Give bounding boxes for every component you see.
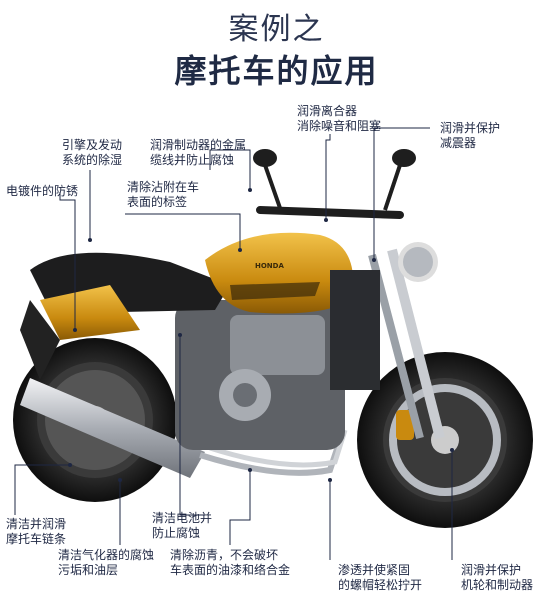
label-shock-line1: 润滑并保护 xyxy=(440,121,501,135)
label-shock-line2: 减震器 xyxy=(440,136,477,150)
handlebar xyxy=(253,149,416,219)
label-asphalt: 清除沥青，不会破坏 车表面的油漆和络合金 xyxy=(170,548,290,578)
label-nuts-line1: 渗透并使紧固 xyxy=(338,563,411,577)
front-wheel xyxy=(357,352,533,528)
label-clutch-line1: 润滑离合器 xyxy=(297,104,358,118)
title-line-2: 摩托车的应用 xyxy=(174,52,379,90)
label-wheel-line1: 润滑并保护 xyxy=(461,563,522,577)
honda-logo: HONDA xyxy=(255,262,284,270)
radiator xyxy=(330,270,380,350)
fuel-tank: HONDA xyxy=(205,232,354,314)
label-carb-line1: 清洁气化器的腐蚀 xyxy=(58,548,155,562)
title-line-1: 案例之 xyxy=(228,12,325,47)
label-carb: 清洁气化器的腐蚀 污垢和油层 xyxy=(58,548,154,578)
label-chain-line2: 摩托车链条 xyxy=(6,532,67,546)
label-chain: 清洁并润滑 摩托车链条 xyxy=(6,517,66,547)
label-plating-line1: 电镀件的防锈 xyxy=(6,184,79,198)
label-clutch-line2: 消除噪音和阻塞 xyxy=(297,119,382,133)
label-chain-line1: 清洁并润滑 xyxy=(6,517,67,531)
label-clutch: 润滑离合器 消除噪音和阻塞 xyxy=(297,104,381,134)
label-nuts-line2: 的螺帽轻松拧开 xyxy=(338,578,423,592)
label-sticker-line2: 表面的标签 xyxy=(127,195,188,209)
label-nuts: 渗透并使紧固 的螺帽轻松拧开 xyxy=(338,563,422,593)
label-engine: 引擎及发动 系统的除湿 xyxy=(62,138,122,168)
exhaust xyxy=(20,378,348,478)
label-shock: 润滑并保护 减震器 xyxy=(440,121,500,151)
label-sticker-line1: 清除沾附在车 xyxy=(127,180,200,194)
label-engine-line1: 引擎及发动 xyxy=(62,138,123,152)
label-battery: 清洁电池并 防止腐蚀 xyxy=(152,511,212,541)
label-brake-cable: 润滑制动器的金属 缆线并防止腐蚀 xyxy=(150,138,246,168)
label-battery-line2: 防止腐蚀 xyxy=(152,526,201,540)
label-asphalt-line2: 车表面的油漆和络合金 xyxy=(170,563,291,577)
label-engine-line2: 系统的除湿 xyxy=(62,153,123,167)
headlight xyxy=(398,242,438,282)
label-battery-line1: 清洁电池并 xyxy=(152,511,213,525)
label-plating: 电镀件的防锈 xyxy=(6,184,78,199)
label-asphalt-line1: 清除沥青，不会破坏 xyxy=(170,548,279,562)
label-sticker: 清除沾附在车 表面的标签 xyxy=(127,180,199,210)
label-wheel-line2: 机轮和制动器 xyxy=(461,578,534,592)
label-brake-cable-line2: 缆线并防止腐蚀 xyxy=(150,153,235,167)
label-brake-cable-line1: 润滑制动器的金属 xyxy=(150,138,247,152)
label-wheel: 润滑并保护 机轮和制动器 xyxy=(461,563,533,593)
label-carb-line2: 污垢和油层 xyxy=(58,563,119,577)
